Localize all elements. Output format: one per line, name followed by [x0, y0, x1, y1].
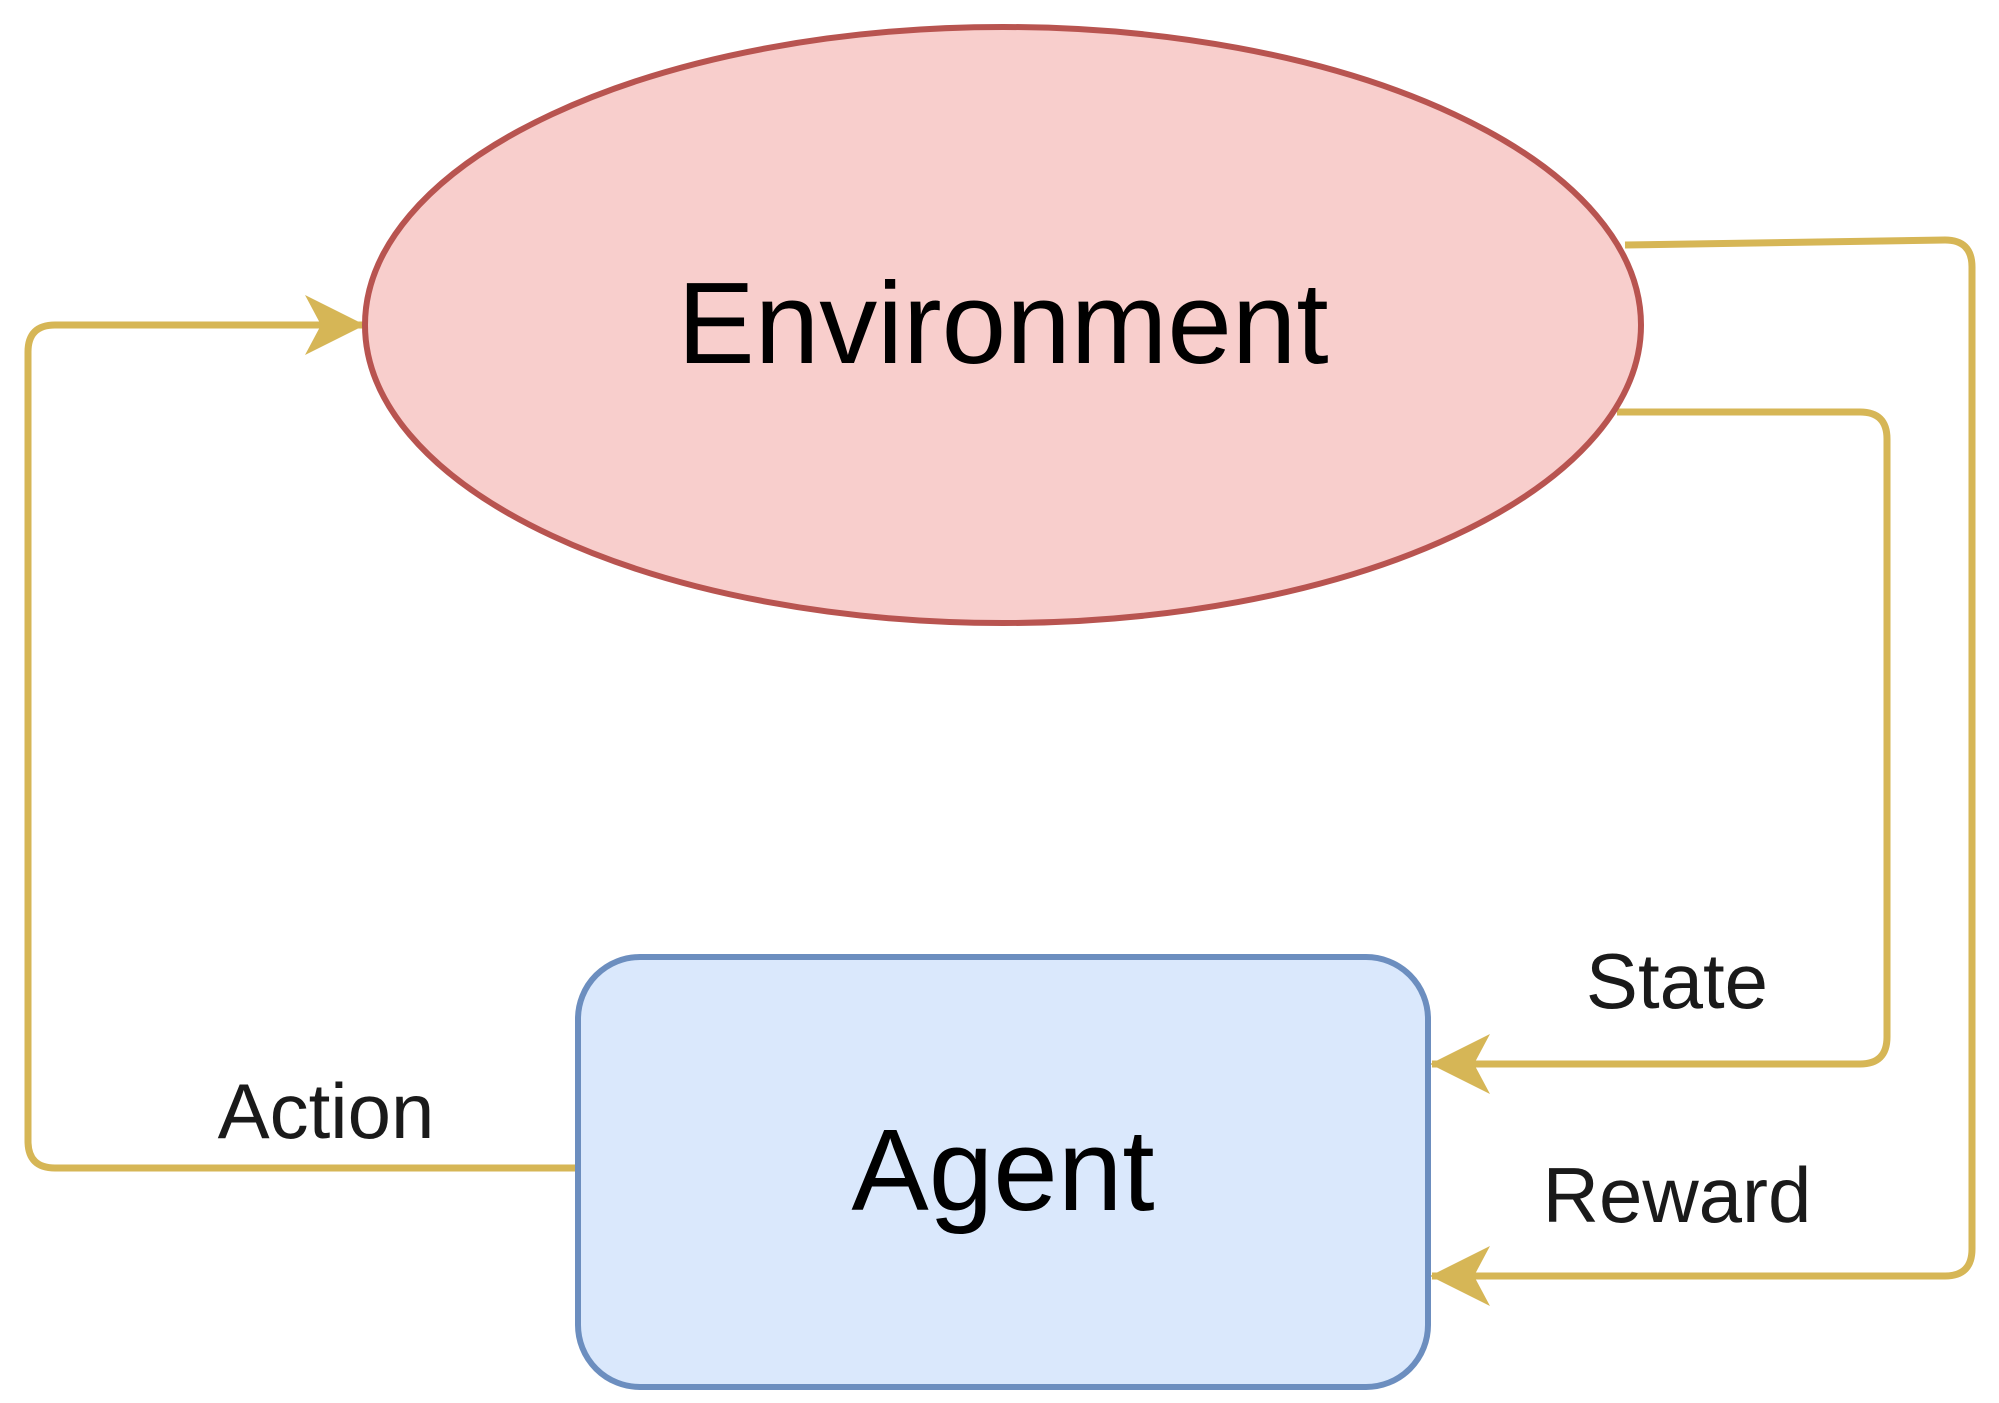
environment-shape: [362, 24, 1644, 626]
action-arrow: [24, 295, 575, 1172]
agent-shape: [575, 954, 1431, 1390]
environment-node: Environment: [362, 24, 1644, 626]
state-label: State: [1586, 937, 1768, 1025]
action-label: Action: [218, 1067, 435, 1155]
agent-node: Agent: [575, 954, 1431, 1390]
reward-label: Reward: [1543, 1151, 1812, 1239]
edges: [24, 236, 1976, 1306]
state-arrow: [1430, 408, 1891, 1094]
agent-label: Agent: [851, 1105, 1154, 1235]
reward-arrow: [1430, 236, 1976, 1306]
environment-label: Environment: [677, 258, 1328, 388]
